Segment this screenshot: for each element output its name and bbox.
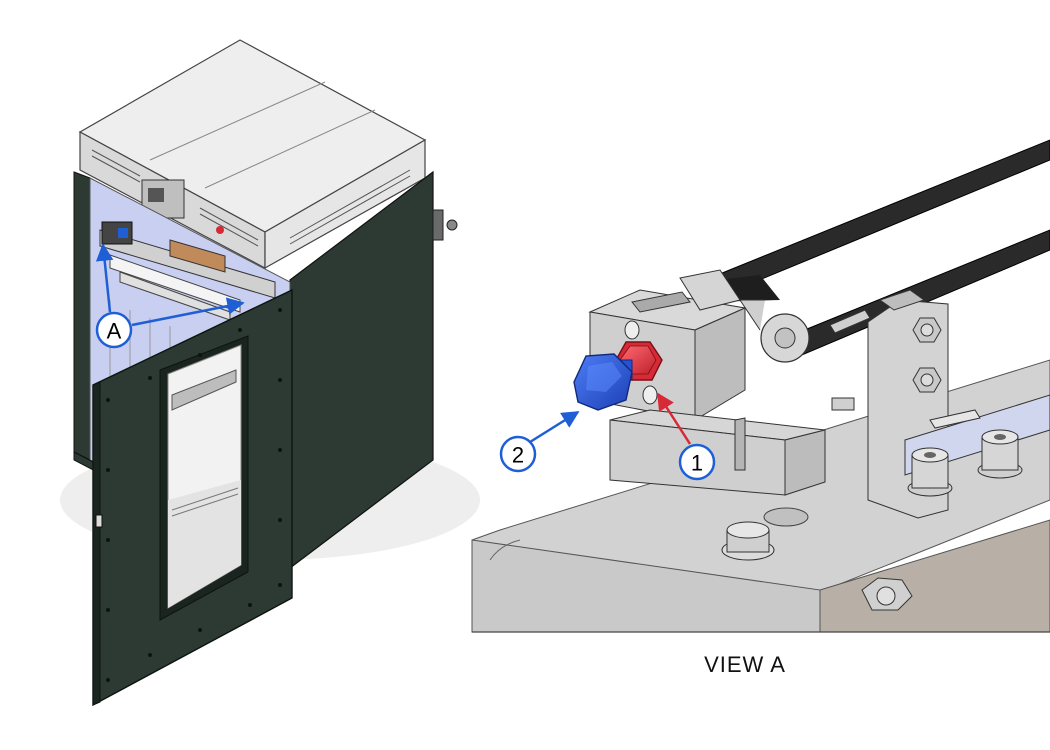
mount-bolt-lower: [912, 367, 942, 393]
callout-a-label: A: [107, 319, 122, 344]
callout-1: 1: [656, 392, 716, 481]
linear-rail: [904, 394, 1050, 497]
adjustment-bolt: [573, 353, 633, 411]
callout-1-arrow: [656, 392, 692, 445]
small-tab: [831, 397, 855, 411]
support-block: [609, 409, 826, 496]
mount-bolt-upper: [912, 317, 942, 343]
plate-bolt: [721, 521, 775, 561]
cabinet-illustration: A: [60, 39, 480, 707]
callout-a-arrow-right: [131, 297, 245, 327]
callout-a-arrow-left: [95, 243, 114, 313]
callout-2-circle: [499, 435, 537, 473]
door-edge: [92, 381, 101, 706]
callout-2: 2: [499, 410, 580, 473]
view-a-caption: VIEW A: [704, 652, 786, 677]
callout-1-circle: [678, 443, 716, 481]
socket-screw-right: [977, 429, 1023, 479]
callout-2-label: 2: [512, 443, 524, 468]
callout-2-arrow: [529, 410, 580, 444]
view-a-detail: 1 2: [471, 139, 1050, 633]
callout-1-label: 1: [691, 451, 703, 476]
tensioner-bracket: [588, 269, 810, 421]
callout-a-circle: [95, 311, 133, 349]
cabinet-frame-left: [73, 171, 91, 461]
side-handle: [432, 209, 444, 241]
door-latch: [95, 514, 103, 528]
top-unit-vents: [91, 149, 411, 247]
plate-hole: [763, 507, 809, 527]
socket-screw-left: [907, 447, 953, 497]
front-nut: [861, 577, 913, 611]
indicator-light: [216, 226, 224, 234]
door-screws: [106, 308, 282, 682]
callout-a: A: [95, 243, 245, 349]
